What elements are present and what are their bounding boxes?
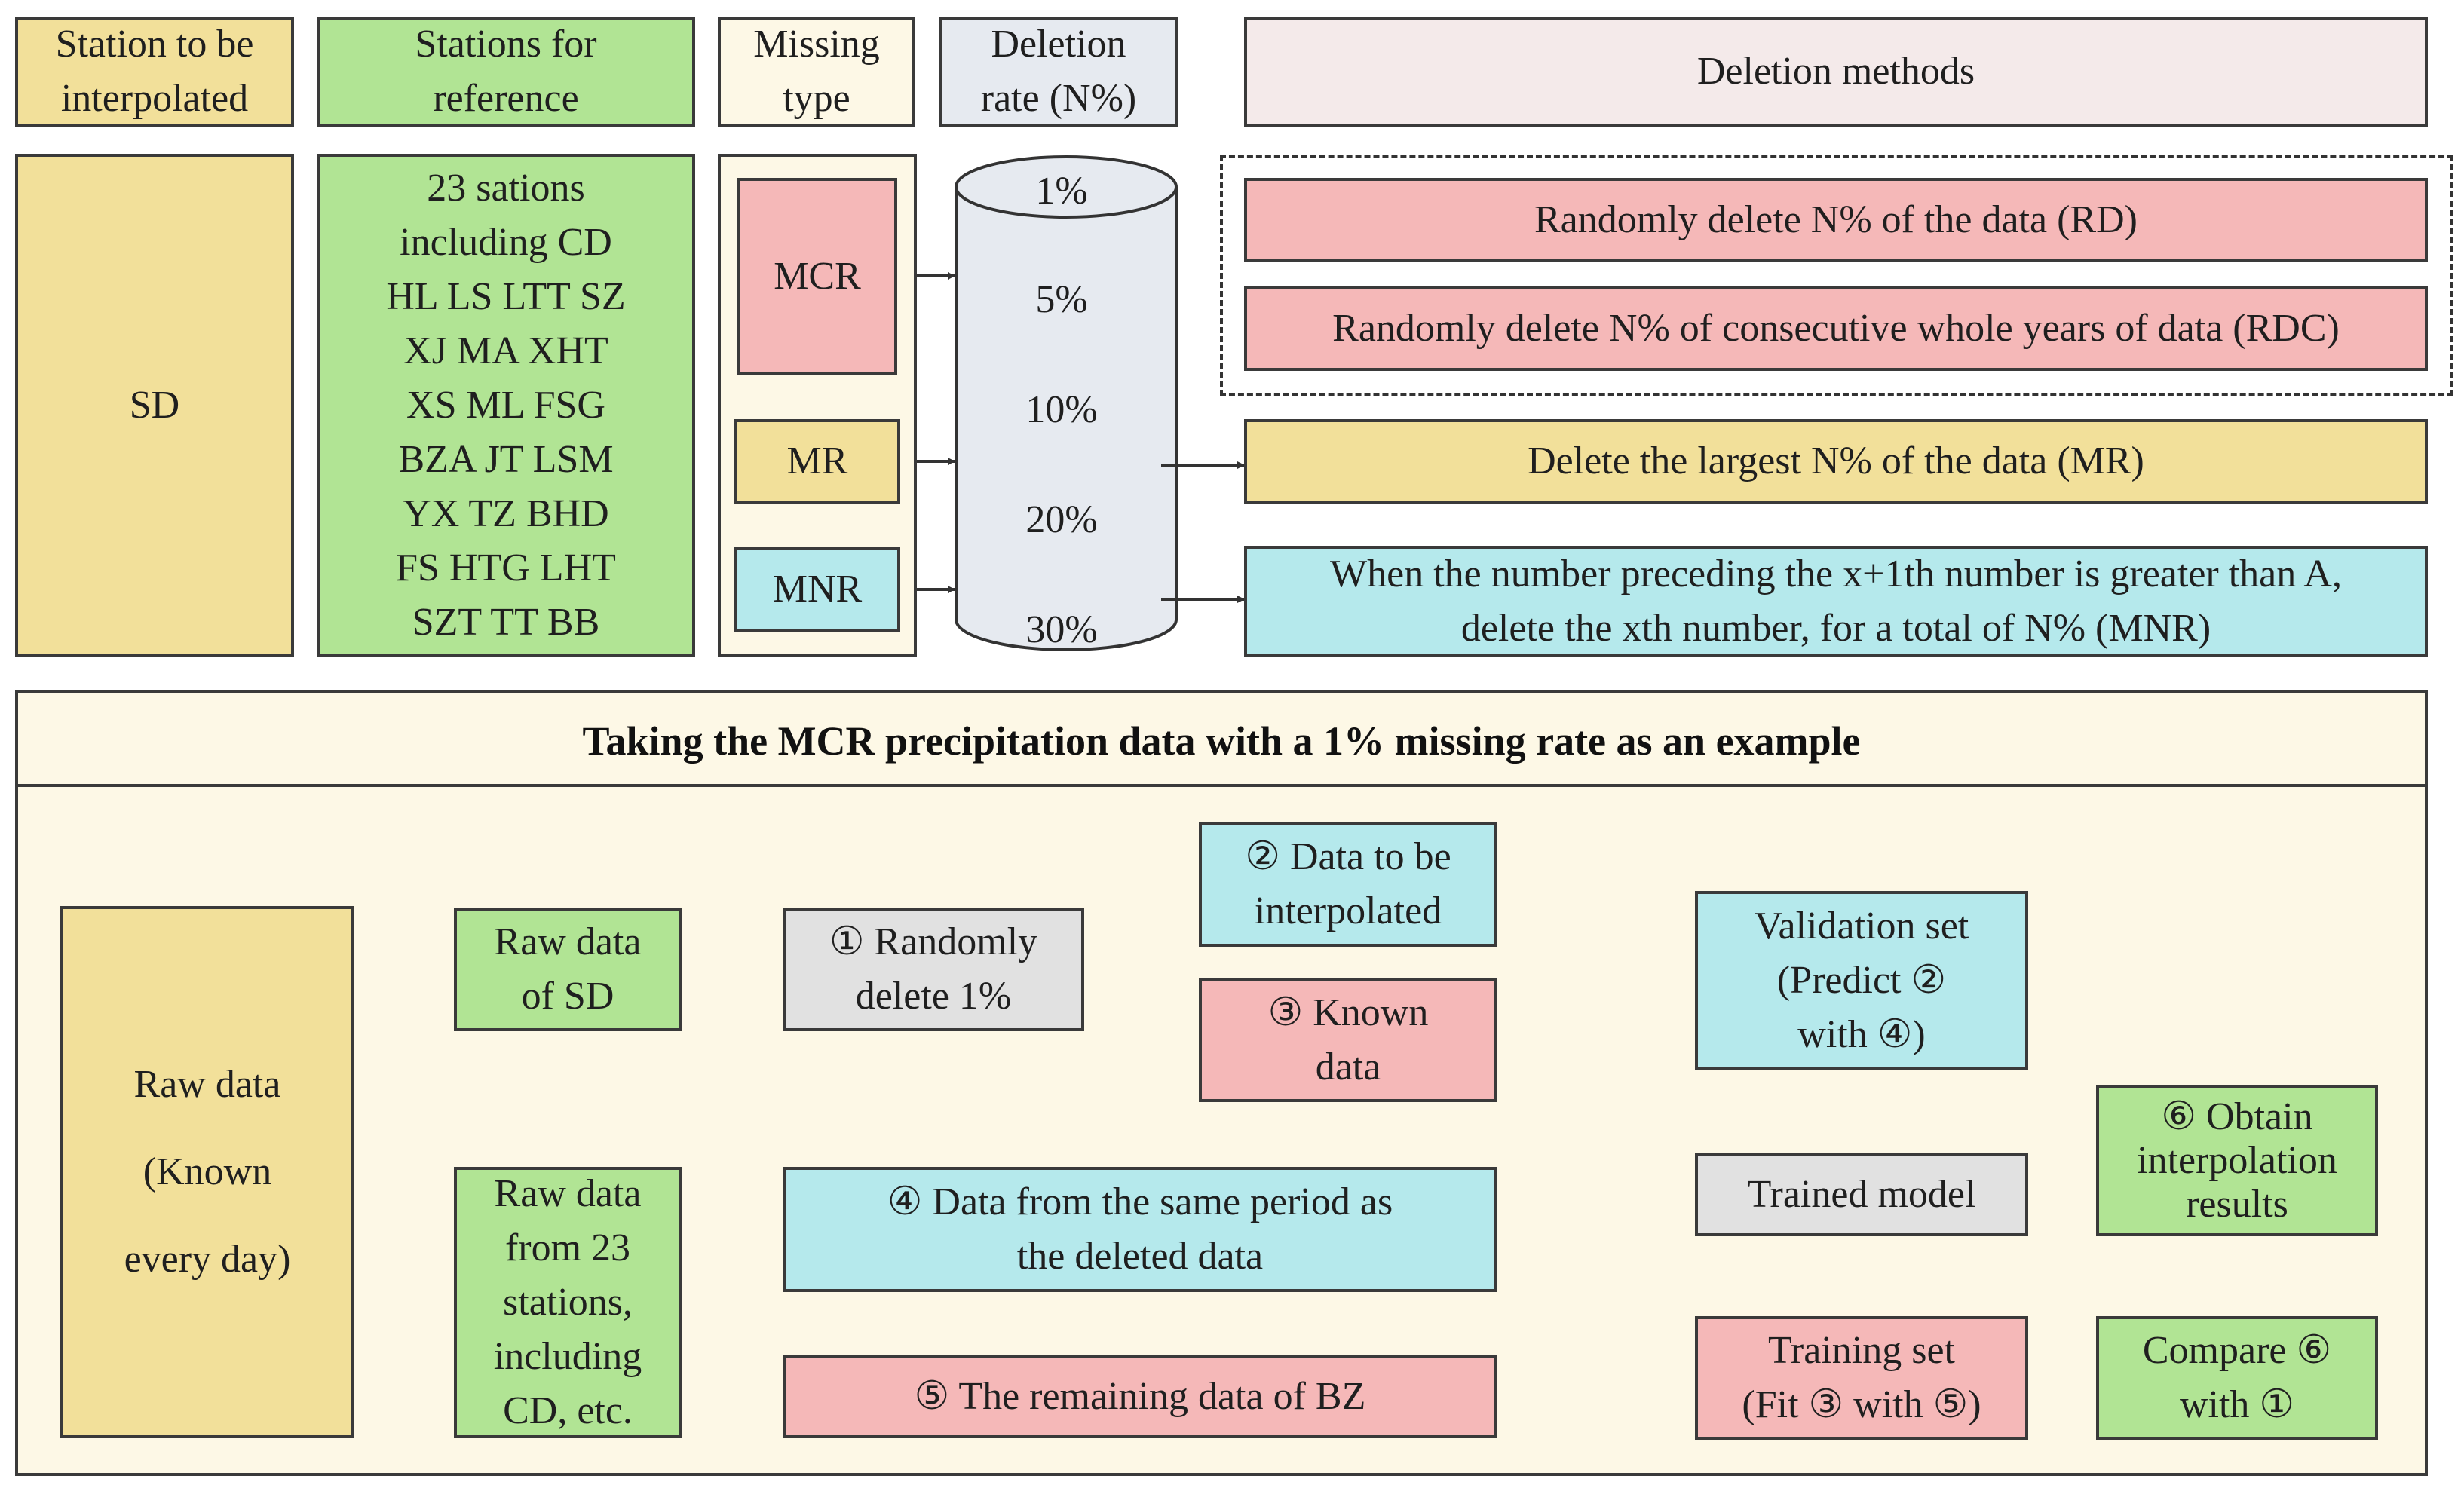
remaining-data-text: ⑤ The remaining data of BZ (914, 1375, 1366, 1418)
raw-23-line: Raw data (494, 1172, 642, 1215)
raw-23-line: CD, etc. (503, 1389, 633, 1432)
training-set-box: Training set (Fit ③ with ⑤) (1695, 1316, 2028, 1440)
method-mr: Delete the largest N% of the data (MR) (1244, 419, 2428, 504)
same-period-line: ④ Data from the same period as (887, 1180, 1393, 1223)
raw-23-line: from 23 (504, 1226, 631, 1269)
raw-23-line: stations, (503, 1281, 633, 1324)
station-line: 23 sations (427, 167, 585, 210)
remaining-data-box: ⑤ The remaining data of BZ (783, 1355, 1497, 1438)
rate-30: 30% (1025, 608, 1098, 651)
validation-line: Validation set (1754, 905, 1969, 948)
training-line: (Fit ③ with ⑤) (1742, 1383, 1981, 1426)
station-line: including CD (400, 221, 612, 264)
method-mnr-line2: delete the xth number, for a total of N%… (1460, 607, 2211, 650)
method-mnr: When the number preceding the x+1th numb… (1244, 546, 2428, 657)
raw-23-line: including (493, 1335, 642, 1378)
data-interpolated-box: ② Data to be interpolated (1199, 822, 1497, 947)
header-deletion-methods: Deletion methods (1244, 17, 2428, 127)
header-station-interpolated: Station to be interpolated (15, 17, 294, 127)
raw-23-box: Raw data from 23 stations, including CD,… (454, 1167, 682, 1438)
station-line: FS HTG LHT (396, 547, 616, 589)
validation-line: with ④) (1797, 1013, 1926, 1056)
type-mnr-label: MNR (772, 568, 863, 611)
method-rdc: Randomly delete N% of consecutive whole … (1244, 286, 2428, 371)
cylinder-body (955, 187, 1178, 651)
random-methods-group (1220, 155, 2453, 396)
obtain-line: interpolation (2137, 1139, 2337, 1182)
rate-10: 10% (1025, 388, 1098, 431)
header-station-interpolated-line2: interpolated (60, 77, 249, 120)
obtain-results-box: ⑥ Obtain interpolation results (2096, 1085, 2378, 1236)
trained-model-box: Trained model (1695, 1153, 2028, 1236)
example-title: Taking the MCR precipitation data with a… (582, 718, 1861, 764)
header-deletion-methods-text: Deletion methods (1696, 50, 1975, 93)
obtain-line: results (2186, 1183, 2288, 1226)
header-stations-reference-line2: reference (433, 77, 579, 120)
sd-label: SD (129, 384, 180, 427)
obtain-line: ⑥ Obtain (2161, 1095, 2313, 1138)
rate-1: 1% (1035, 170, 1088, 213)
raw-data-box: Raw data (Known every day) (60, 906, 354, 1438)
raw-sd-box: Raw data of SD (454, 908, 682, 1031)
raw-data-line: Raw data (133, 1063, 281, 1106)
header-stations-reference: Stations for reference (317, 17, 695, 127)
known-data-line: ③ Known (1267, 991, 1429, 1034)
method-mnr-line1: When the number preceding the x+1th numb… (1330, 553, 2342, 596)
trained-model-text: Trained model (1747, 1173, 1976, 1216)
method-rdc-text: Randomly delete N% of consecutive whole … (1332, 307, 2340, 350)
method-rd-text: Randomly delete N% of the data (RD) (1534, 198, 2138, 241)
type-mcr: MCR (737, 178, 897, 375)
data-interpolated-line: interpolated (1254, 889, 1442, 932)
validation-line: (Predict ② (1776, 959, 1947, 1002)
validation-set-box: Validation set (Predict ② with ④) (1695, 891, 2028, 1070)
header-missing-type-line1: Missing (753, 23, 880, 66)
randomly-delete-box: ① Randomly delete 1% (783, 908, 1084, 1031)
method-rd: Randomly delete N% of the data (RD) (1244, 178, 2428, 262)
rate-20: 20% (1025, 498, 1098, 541)
data-interpolated-line: ② Data to be (1245, 835, 1451, 878)
raw-sd-line: Raw data (494, 920, 642, 963)
station-line: HL LS LTT SZ (386, 275, 626, 318)
training-line: Training set (1768, 1329, 1955, 1372)
known-data-line: data (1315, 1046, 1381, 1088)
deletion-rate-cylinder (955, 155, 1178, 651)
compare-line: Compare ⑥ (2142, 1329, 2332, 1372)
example-title-divider (18, 784, 2425, 787)
station-line: XS ML FSG (406, 384, 605, 427)
header-stations-reference-line1: Stations for (415, 23, 597, 66)
station-line: BZA JT LSM (398, 438, 614, 481)
header-deletion-rate-line2: rate (N%) (980, 77, 1137, 120)
known-data-box: ③ Known data (1199, 978, 1497, 1102)
station-line: XJ MA XHT (403, 329, 608, 372)
header-missing-type: Missing type (718, 17, 915, 127)
same-period-line: the deleted data (1016, 1235, 1264, 1278)
reference-stations-box: 23 sations including CD HL LS LTT SZ XJ … (317, 154, 695, 657)
header-deletion-rate-line1: Deletion (991, 23, 1126, 66)
header-deletion-rate: Deletion rate (N%) (939, 17, 1178, 127)
station-line: SZT TT BB (412, 601, 600, 644)
header-station-interpolated-line1: Station to be (55, 23, 254, 66)
cylinder-top (955, 155, 1178, 219)
raw-sd-line: of SD (521, 975, 614, 1018)
compare-line: with ① (2179, 1383, 2295, 1426)
same-period-box: ④ Data from the same period as the delet… (783, 1167, 1497, 1292)
randomly-delete-line: delete 1% (855, 975, 1012, 1018)
station-line: YX TZ BHD (403, 492, 609, 535)
type-mcr-label: MCR (774, 255, 861, 298)
method-mr-text: Delete the largest N% of the data (MR) (1528, 439, 2144, 482)
raw-data-line: every day) (124, 1238, 291, 1281)
randomly-delete-line: ① Randomly (829, 920, 1038, 963)
header-missing-type-line2: type (783, 77, 850, 120)
raw-data-line: (Known (143, 1150, 272, 1193)
type-mnr: MNR (734, 547, 900, 632)
type-mr: MR (734, 419, 900, 504)
sd-box: SD (15, 154, 294, 657)
compare-box: Compare ⑥ with ① (2096, 1316, 2378, 1440)
rate-5: 5% (1035, 278, 1088, 321)
type-mr-label: MR (786, 439, 848, 482)
